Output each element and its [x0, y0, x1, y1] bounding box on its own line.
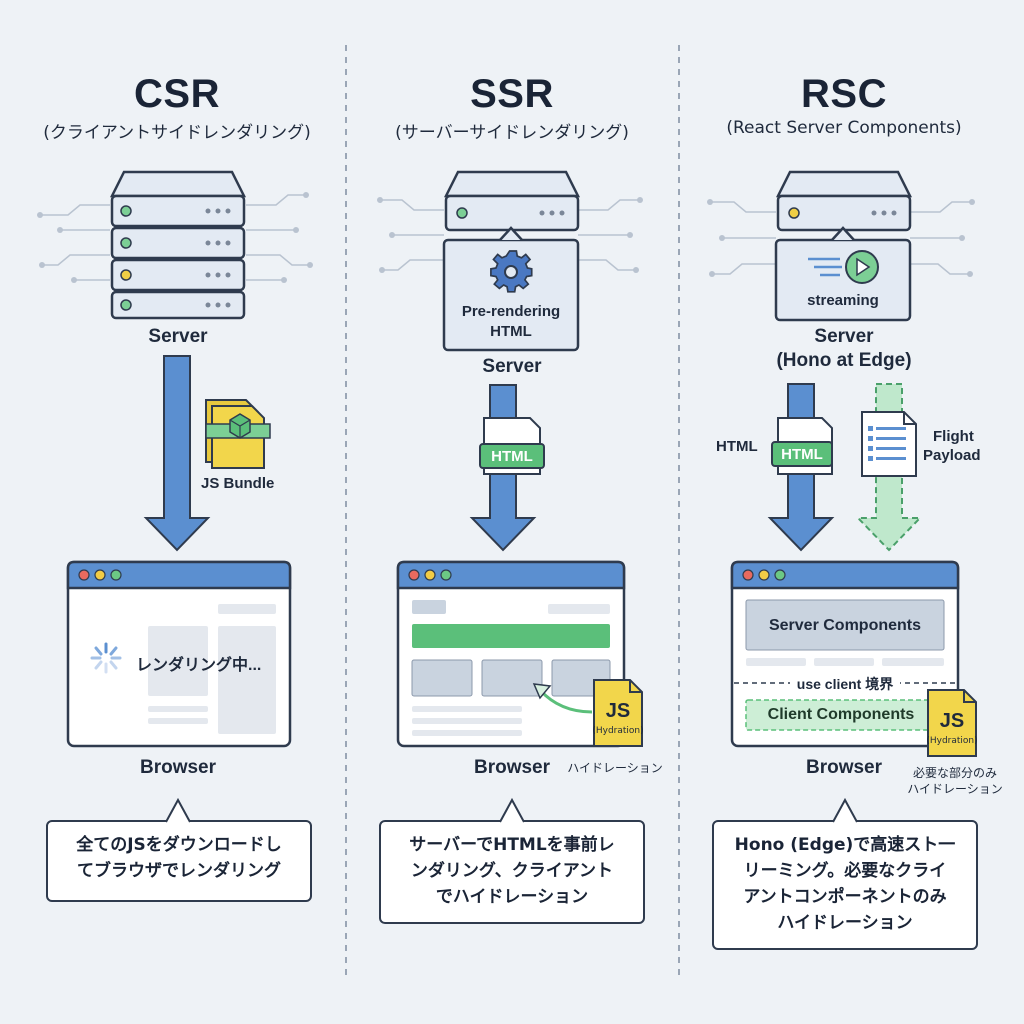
csr-loading-text: レンダリング中... — [136, 657, 262, 674]
csr-subtitle: (クライアントサイドレンダリング) — [43, 123, 311, 143]
ssr-js-hydration-icon — [593, 679, 643, 747]
csr-server-label: Server — [148, 326, 208, 347]
rsc-js-hydration-icon — [927, 689, 977, 757]
ssr-server-icon — [377, 170, 643, 352]
js-bundle-label: JS Bundle — [201, 475, 275, 492]
client-components-label: Client Components — [767, 706, 915, 723]
ssr-browser-window — [396, 560, 626, 748]
loading-spinner-icon — [90, 642, 122, 674]
csr-title: CSR — [134, 72, 220, 116]
rsc-description-line-1: Hono (Edge)で高速スト一 — [734, 835, 956, 855]
prerender-label-line-1: Pre-rendering — [461, 303, 561, 320]
csr-description-bubble: 全てのJSをダウンロードし てブラウザでレンダリング — [46, 820, 312, 902]
rsc-subtitle: (React Server Components) — [726, 118, 962, 138]
rsc-browser-label: Browser — [805, 757, 883, 778]
rsc-js-hydration-sub: (Hydration) — [926, 736, 978, 746]
ssr-subtitle: (サーバーサイドレンダリング) — [395, 123, 629, 143]
rsc-server-icon — [707, 170, 975, 322]
rsc-title: RSC — [801, 72, 887, 116]
rsc-description-line-2: リーミング。必要なクライ — [743, 861, 947, 881]
server-components-label: Server Components — [768, 617, 922, 634]
csr-browser-label: Browser — [139, 757, 217, 778]
ssr-html-doc-icon — [479, 417, 545, 475]
rsc-html-side-label: HTML — [716, 438, 758, 455]
ssr-js-hydration-sub: (Hydration) — [592, 726, 644, 736]
csr-description-line-1: 全てのJSをダウンロードし — [76, 835, 282, 855]
rsc-html-tag: HTML — [781, 446, 823, 463]
rsc-description-line-3: アントコンポーネントのみ — [743, 887, 947, 907]
ssr-description-line-1: サーバーでHTMLを事前レ — [409, 835, 615, 855]
rsc-server-label-line-1: Server — [814, 326, 874, 347]
ssr-js-label: JS — [605, 700, 631, 722]
csr-browser-window — [66, 560, 292, 748]
csr-download-arrow — [143, 355, 211, 552]
flight-label-line-2: Payload — [923, 447, 981, 464]
use-client-boundary-label: use client 境界 — [790, 674, 900, 694]
ssr-server-label: Server — [482, 356, 542, 377]
rsc-html-doc-icon — [771, 417, 833, 475]
ssr-html-tag: HTML — [491, 448, 533, 465]
gear-icon — [490, 250, 533, 293]
rsc-description-line-4: ハイドレーション — [777, 913, 913, 933]
ssr-description-bubble: サーバーでHTMLを事前レ ンダリング、クライアント でハイドレーション — [379, 820, 645, 924]
streaming-label: streaming — [807, 292, 879, 309]
ssr-browser-label: Browser — [473, 757, 551, 778]
partial-hydration-line-1: 必要な部分のみ — [912, 766, 997, 780]
ssr-hydration-label: ハイドレーション — [567, 761, 663, 775]
streaming-play-icon — [808, 250, 879, 284]
rsc-browser-window — [730, 560, 960, 748]
ssr-title: SSR — [470, 72, 554, 116]
ssr-description-line-3: でハイドレーション — [435, 887, 589, 907]
csr-server-icon — [37, 170, 313, 320]
rsc-server-label-line-2: (Hono at Edge) — [776, 350, 912, 371]
ssr-description-line-2: ンダリング、クライアント — [410, 861, 614, 881]
csr-description-line-2: てブラウザでレンダリング — [77, 861, 281, 881]
prerender-label-line-2: HTML — [490, 323, 532, 340]
js-bundle-icon — [205, 399, 271, 469]
partial-hydration-line-2: ハイドレーション — [907, 782, 1003, 796]
flight-label-line-1: Flight — [933, 428, 974, 445]
flight-payload-doc-icon — [861, 411, 917, 477]
rsc-js-label: JS — [939, 710, 965, 732]
rsc-description-bubble: Hono (Edge)で高速スト一 リーミング。必要なクライ アントコンポーネン… — [712, 820, 978, 950]
